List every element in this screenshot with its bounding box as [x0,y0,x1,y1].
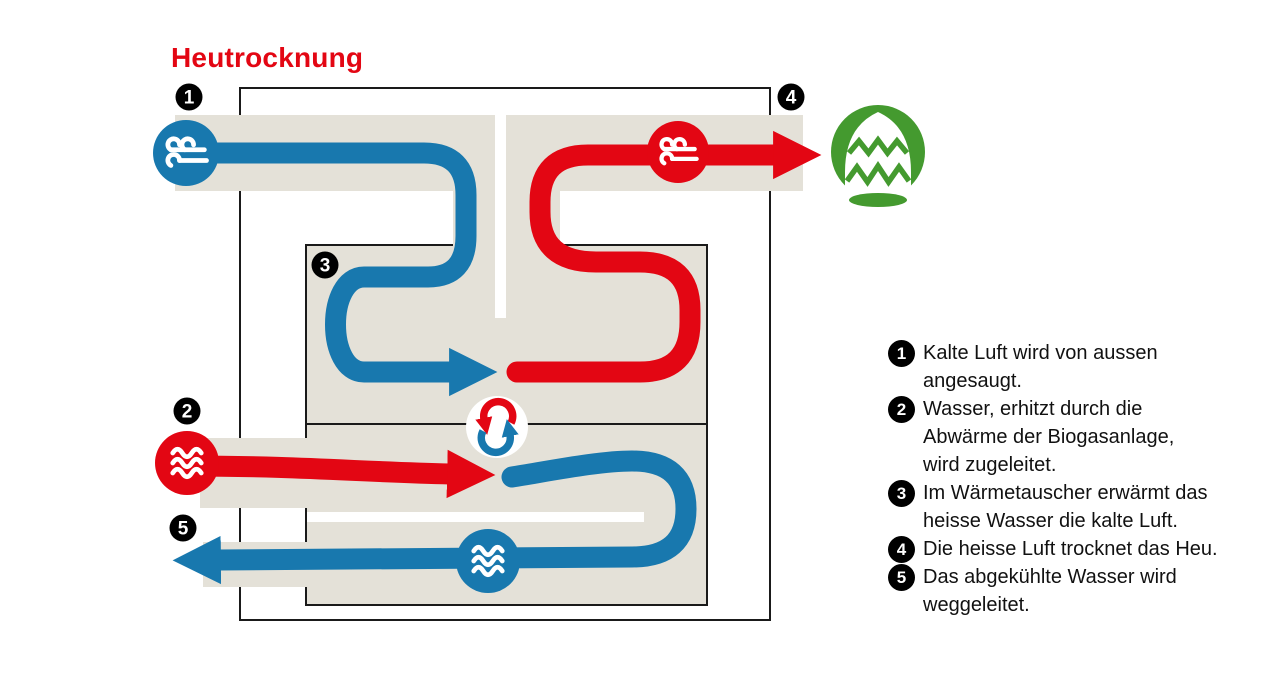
legend-text: Kalte Luft wird von aussen [923,342,1158,364]
svg-text:1: 1 [184,88,195,109]
legend-badge-4: 4 [888,536,915,563]
legend-badge-1: 1 [888,340,915,367]
cold-air-wind-icon [153,120,219,186]
legend-badge-3: 3 [888,480,915,507]
step-marker-5: 5 [169,514,197,542]
legend-text: Die heisse Luft trocknet das Heu. [923,538,1218,560]
building-outline [239,87,771,621]
hot-water-waves-icon [155,431,219,495]
legend-text: weggeleitet. [923,594,1030,616]
legend-item-4: 4 Die heisse Luft trocknet das Heu. [888,535,1218,563]
step-marker-3: 3 [311,251,339,279]
hot-air-pipe [506,130,822,383]
cold-water-waves-icon [456,529,520,593]
svg-text:4: 4 [786,88,797,109]
hot-water-pipe [176,449,496,499]
hot-air-wind-icon [647,121,709,183]
cold-air-pipe [175,142,498,397]
legend-text: heisse Wasser die kalte Luft. [923,510,1178,532]
legend-text: Abwärme der Biogasanlage, [923,426,1175,448]
legend: 1 Kalte Luft wird von aussen angesaugt. … [888,339,1218,619]
legend-badge-2: 2 [888,396,915,423]
legend-text: angesaugt. [923,370,1022,392]
svg-text:5: 5 [178,519,189,540]
legend-item-3: 3 Im Wärmetauscher erwärmt das heisse Wa… [888,479,1218,535]
svg-text:2: 2 [182,402,193,423]
legend-text: Im Wärmetauscher erwärmt das [923,482,1208,504]
legend-item-1: 1 Kalte Luft wird von aussen angesaugt. [888,339,1218,395]
air-duct-divider [495,115,506,318]
haystack-icon [828,105,928,207]
svg-text:3: 3 [320,256,331,277]
step-marker-2: 2 [173,397,201,425]
step-marker-1: 1 [175,83,203,111]
legend-item-2: 2 Wasser, erhitzt durch die Abwärme der … [888,395,1218,479]
legend-item-5: 5 Das abgekühlte Wasser wird weggeleitet… [888,563,1218,619]
water-duct-divider [307,512,644,522]
legend-text: Wasser, erhitzt durch die [923,398,1143,420]
legend-text: Das abgekühlte Wasser wird [923,566,1177,588]
cold-water-pipe [172,450,697,585]
step-marker-4: 4 [777,83,805,111]
heat-exchange-icon [466,396,528,458]
legend-badge-5: 5 [888,564,915,591]
legend-text: wird zugeleitet. [923,454,1057,476]
page-title: Heutrocknung [171,42,364,73]
